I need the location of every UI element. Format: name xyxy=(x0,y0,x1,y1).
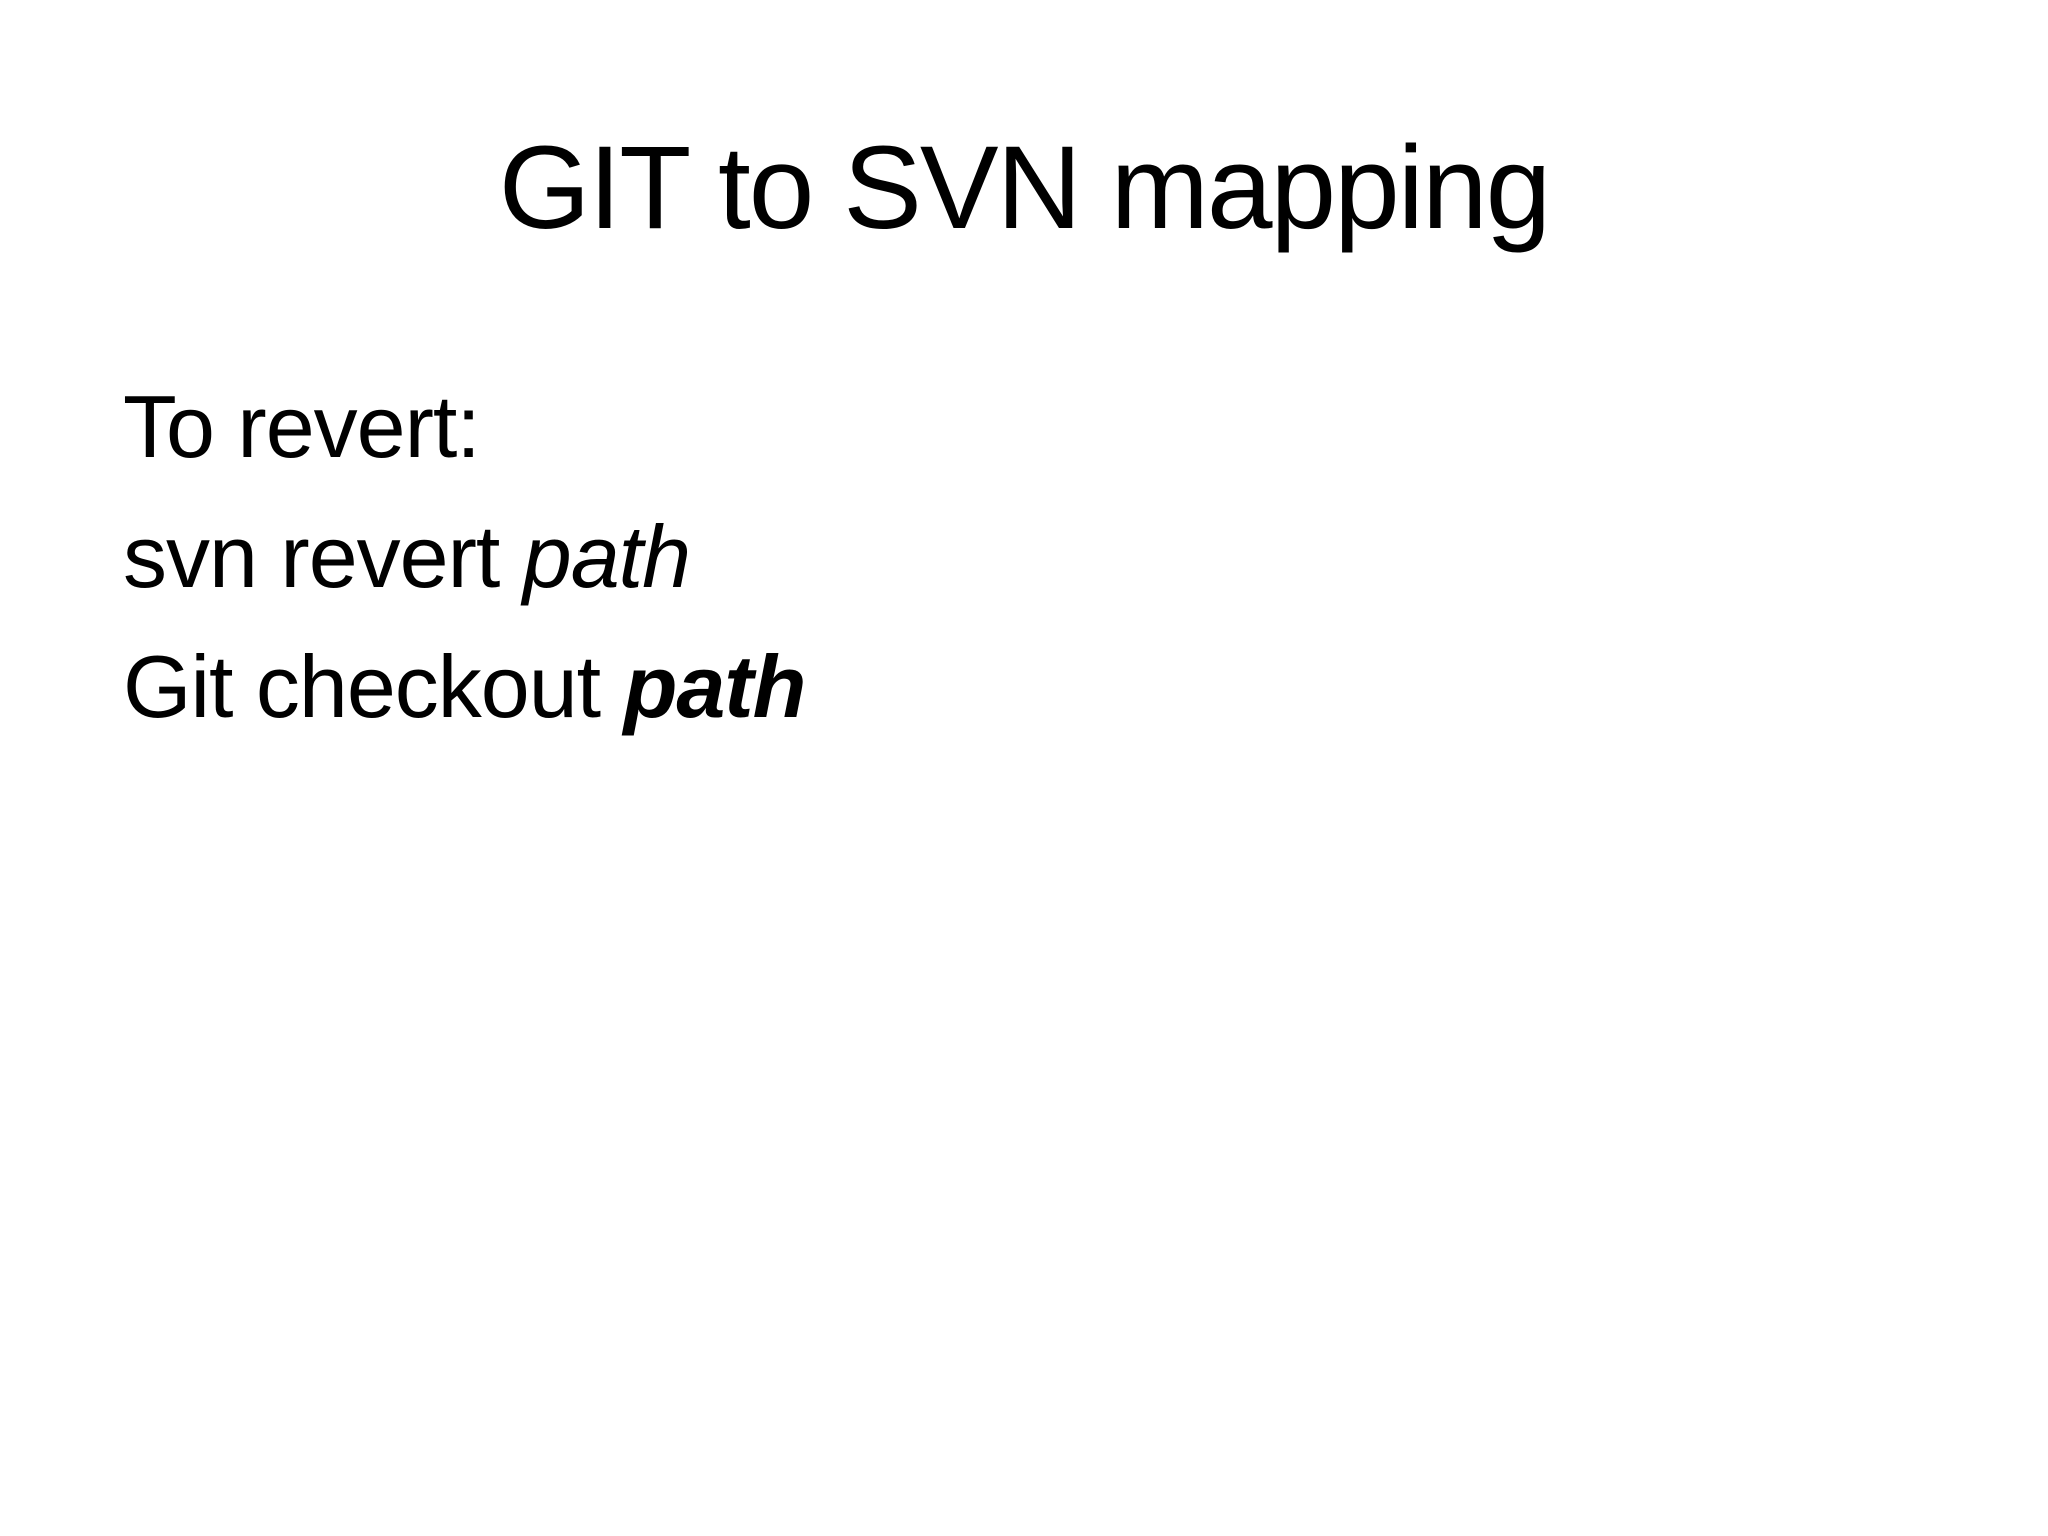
slide-title: GIT to SVN mapping xyxy=(498,122,1552,254)
line-svn-revert: svn revert path xyxy=(123,492,1948,622)
line-to-revert: To revert: xyxy=(123,362,1948,492)
svn-revert-command: svn revert xyxy=(123,507,523,606)
git-checkout-command: Git checkout xyxy=(123,637,624,736)
slide-body: To revert: svn revert path Git checkout … xyxy=(123,362,1948,752)
to-revert-label: To revert: xyxy=(123,377,481,476)
svn-revert-path-argument: path xyxy=(522,507,691,606)
line-git-checkout: Git checkout path xyxy=(123,622,1948,752)
git-checkout-path-argument: path xyxy=(623,637,807,736)
